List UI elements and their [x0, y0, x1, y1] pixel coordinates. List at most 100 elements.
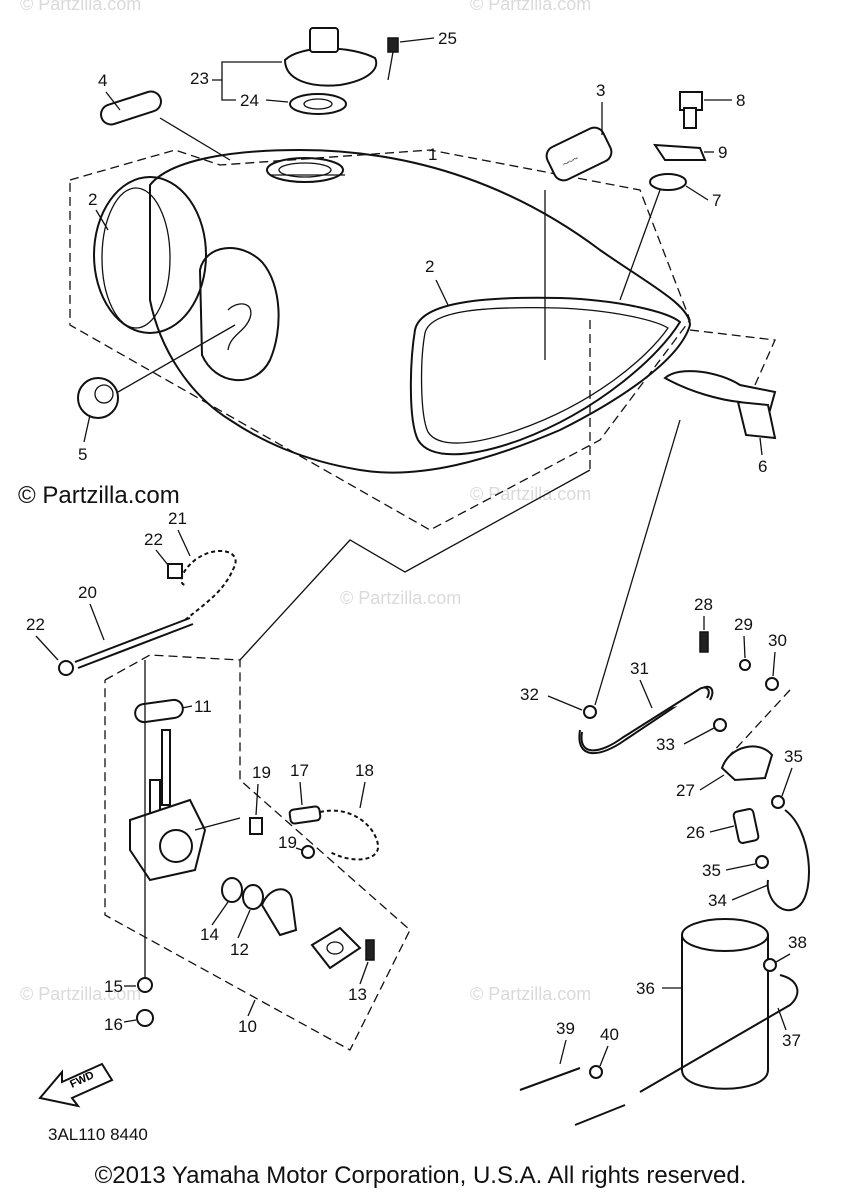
emblem-3: [545, 126, 613, 182]
rear-mount-dash: [689, 329, 776, 386]
leader-6a: [759, 437, 763, 456]
leader-25a: [399, 37, 435, 43]
clip-35a: [771, 795, 785, 809]
clip-22: [58, 660, 74, 676]
o-ring-12: [242, 884, 264, 910]
callout-24: 24: [240, 91, 259, 110]
callout-39: 39: [556, 1019, 575, 1038]
leader-4: [159, 117, 231, 161]
watermark: © Partzilla.com: [470, 984, 591, 1004]
pipe-20-edge: [77, 623, 194, 669]
filler-cap-body: [283, 47, 378, 87]
rear-mount-body: [663, 370, 777, 412]
fuel-tank-body: [149, 148, 692, 474]
canister-36: [681, 934, 769, 1090]
callout-8: 8: [736, 91, 745, 110]
leader-22a: [35, 635, 59, 661]
callout-26: 26: [686, 823, 705, 842]
screw-16: [136, 1009, 154, 1027]
washer-15: [137, 977, 153, 993]
fwd-arrow-shape: [38, 1062, 114, 1108]
callout-25: 25: [438, 29, 457, 48]
leader-5a: [83, 414, 91, 443]
callout-labels: 1 2 2 3 4 5 6 7 8 9 10 11 12 13 14 15 16…: [26, 29, 807, 1067]
leader-29a: [743, 635, 746, 659]
leader-35a: [781, 767, 793, 797]
callout-37: 37: [782, 1031, 801, 1050]
clip-32: [583, 705, 597, 719]
filler-cap: [283, 27, 399, 115]
fuel-cock-face: [159, 829, 193, 863]
emblem-gasket-side: [420, 307, 669, 444]
callout-22: 22: [144, 530, 163, 549]
partzilla-watermark: © Partzilla.com: [18, 482, 180, 509]
watermark: © Partzilla.com: [340, 588, 461, 608]
tank-group-outline: [69, 149, 691, 531]
callout-23: 23: [190, 69, 209, 88]
callout-6: 6: [758, 457, 767, 476]
bracket-27: [720, 745, 774, 782]
bolt-28: [699, 631, 709, 653]
callout-9: 9: [718, 143, 727, 162]
hose-34: [766, 809, 810, 912]
clip-22b: [167, 563, 183, 579]
screw-13: [365, 939, 375, 961]
callout-20: 20: [78, 583, 97, 602]
callout-11: 11: [194, 697, 212, 716]
washer-14: [221, 877, 243, 903]
callout-3: 3: [596, 81, 605, 100]
callout-29: 29: [734, 615, 753, 634]
damper-7: [649, 173, 687, 191]
filler-cap-gasket: [289, 93, 347, 115]
filler-cap-key: [309, 27, 339, 53]
screw-25-leader: [387, 51, 394, 81]
clip-19: [249, 817, 263, 835]
watermark: © Partzilla.com: [20, 0, 141, 14]
filler-neck-inner: [278, 162, 332, 178]
callout-12: 12: [230, 940, 249, 959]
leader-7: [619, 189, 661, 301]
callout-34: 34: [708, 891, 727, 910]
cover-plate-hole: [326, 941, 344, 955]
callout-1: 1: [428, 145, 437, 164]
callout-18: 18: [355, 761, 374, 780]
callout-4: 4: [98, 71, 107, 90]
part-4-seal: [100, 90, 162, 126]
fuel-tank-group: [69, 148, 692, 531]
hose-31: [578, 685, 714, 754]
hose-37: [639, 974, 799, 1093]
leader-24a: [265, 99, 289, 103]
clip-40: [589, 1065, 603, 1079]
callout-16: 16: [104, 1015, 123, 1034]
bracket-9: [653, 143, 707, 161]
leader-5: [117, 324, 236, 393]
rear-mount-6: [663, 329, 777, 440]
leader-33a: [683, 727, 715, 745]
watermark: © Partzilla.com: [470, 484, 591, 504]
leader-23b: [221, 80, 236, 101]
clip-33: [713, 718, 727, 732]
callout-19: 19: [252, 763, 271, 782]
washer-29: [739, 659, 751, 671]
screw-25: [387, 37, 399, 53]
leader-30: [729, 689, 791, 756]
callout-27: 27: [676, 781, 695, 800]
leader-19b: [295, 847, 303, 851]
leader-18a: [359, 781, 366, 809]
leader-39a: [559, 1039, 567, 1065]
leader-27a: [699, 774, 725, 791]
cover-plate: [310, 926, 362, 970]
canister-36-top: [681, 918, 769, 952]
callout-7: 7: [712, 191, 721, 210]
watermark: © Partzilla.com: [20, 984, 141, 1004]
leader-17a: [299, 781, 303, 806]
callout-33: 33: [656, 735, 675, 754]
callout-17: 17: [290, 761, 309, 780]
leader-40a: [599, 1045, 609, 1067]
leader-19a: [255, 783, 259, 816]
fwd-arrow: FWD: [38, 1062, 114, 1108]
drawing-code: 3AL110 8440: [48, 1125, 148, 1144]
callout-5: 5: [78, 445, 87, 464]
leader-23a: [212, 61, 282, 81]
leader-4a: [105, 91, 121, 111]
